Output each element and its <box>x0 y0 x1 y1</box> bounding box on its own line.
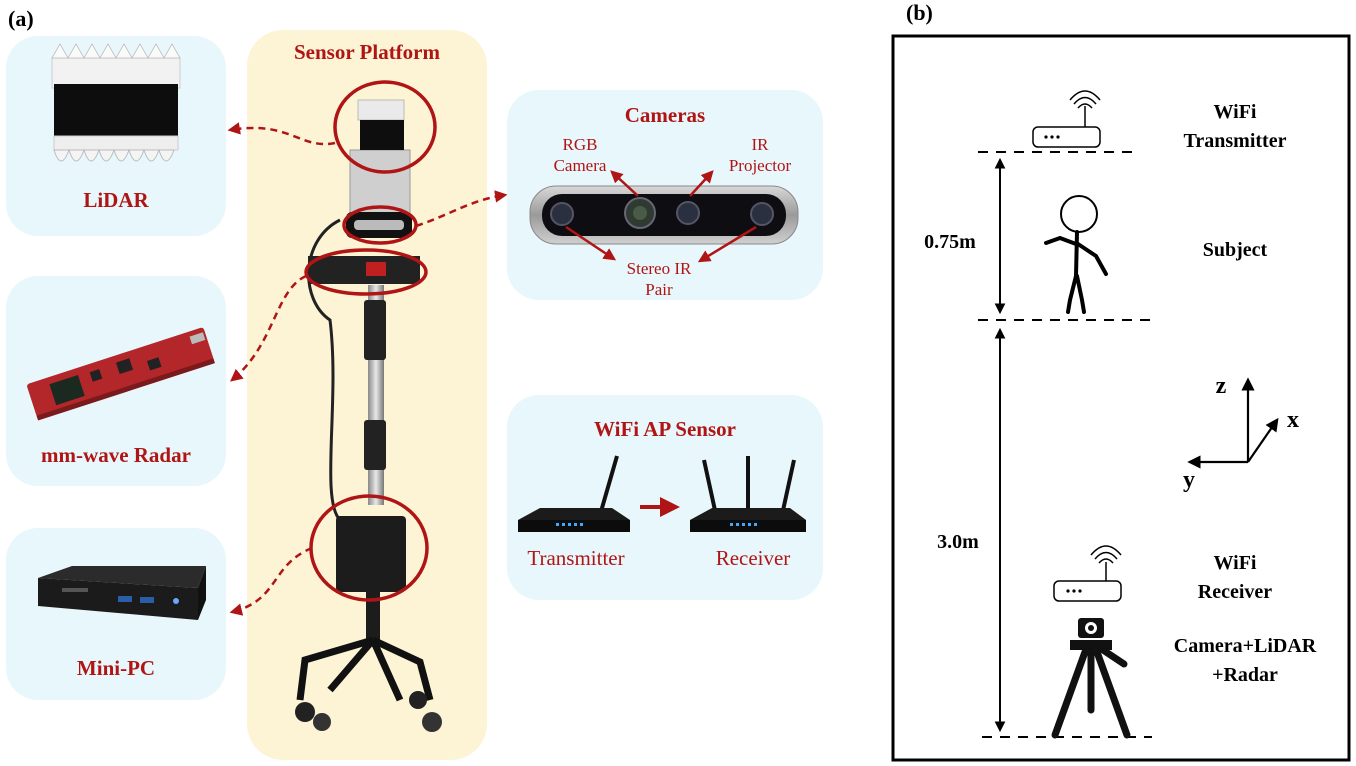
axis-x-label: x <box>1287 407 1299 433</box>
radar-highlight <box>304 248 428 296</box>
subject-label: Subject <box>1202 239 1268 261</box>
lidar-connector-arrow <box>227 122 336 146</box>
wifi-transmitter-icon <box>1032 90 1101 148</box>
wifi-receiver-router <box>690 456 806 532</box>
axis-y-label: y <box>1183 467 1195 493</box>
axis-z-label: z <box>1215 373 1227 399</box>
platform-structure <box>295 99 442 732</box>
panel-b-label: (b) <box>906 0 933 25</box>
camera-tripod-icon <box>1051 618 1131 739</box>
lidar-label: LiDAR <box>83 188 149 212</box>
camera-connector-arrow <box>415 190 508 228</box>
distance-30-label: 3.0m <box>937 531 979 553</box>
lidar-image <box>51 43 181 162</box>
platform-title: Sensor Platform <box>293 40 440 64</box>
distance-guides <box>978 151 1152 738</box>
cameras-title: Cameras <box>624 103 706 127</box>
receiver-label: Receiver <box>715 546 791 570</box>
wifi-receiver-icon <box>1053 545 1122 602</box>
subject-figure <box>1044 195 1108 314</box>
minipc-image <box>38 566 206 620</box>
radar-label: mm-wave Radar <box>41 443 191 467</box>
depth-camera-image <box>529 185 799 245</box>
panel-a-label: (a) <box>8 6 34 31</box>
camera-lidar-radar-label: Camera+LiDAR+Radar <box>1173 635 1317 686</box>
distance-075-label: 0.75m <box>924 231 976 253</box>
minipc-label: Mini-PC <box>76 656 156 680</box>
panel-b-frame <box>891 34 1351 762</box>
minipc-connector-arrow <box>229 546 313 616</box>
transmitter-label: Transmitter <box>527 546 625 570</box>
coordinate-axes <box>1187 377 1279 469</box>
wifi-transmitter-router <box>518 455 630 532</box>
wifi-title: WiFi AP Sensor <box>594 417 736 441</box>
camera-part-arrows <box>565 170 757 263</box>
radar-image <box>27 327 215 421</box>
radar-connector-arrow <box>230 274 307 382</box>
lidar-highlight <box>333 80 437 174</box>
